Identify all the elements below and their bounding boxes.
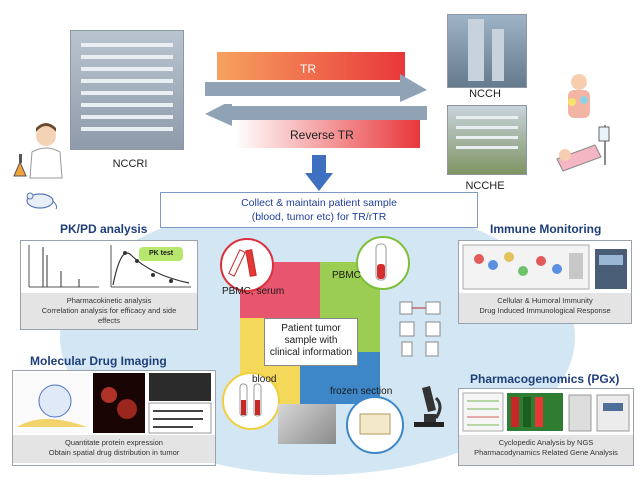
pgx-figure-image (462, 392, 630, 432)
frozen-slide-icon (359, 413, 391, 435)
pkpd-caption-3: effects (98, 316, 120, 325)
pkpd-title: PK/PD analysis (60, 222, 148, 236)
immune-caption: Cellular & Humoral Immunity Drug Induced… (459, 293, 631, 323)
pbmc-tube-icon (375, 243, 387, 281)
pbmc-serum-circle (220, 238, 274, 292)
immune-panel: Cellular & Humoral Immunity Drug Induced… (458, 240, 632, 324)
blood-circle (222, 372, 280, 430)
ncch-label: NCCH (469, 88, 501, 100)
imaging-figure-image (15, 373, 212, 434)
imaging-panel: Quantitate protein expression Obtain spa… (12, 370, 216, 466)
pk-test-badge: PK test (139, 247, 183, 261)
pbmc-circle (356, 236, 410, 290)
pgx-caption-2: Pharmacodynamics Related Gene Analysis (474, 448, 618, 457)
imaging-title: Molecular Drug Imaging (30, 354, 167, 368)
frozen-section-circle (346, 396, 404, 454)
pgx-caption: Cyclopedic Analysis by NGS Pharmacodynam… (459, 435, 633, 465)
pk-chart-image (28, 245, 191, 288)
center-line-2: sample with (284, 335, 338, 346)
nccri-label: NCCRI (112, 158, 148, 170)
blood-tubes-icon (239, 383, 262, 417)
pkpd-panel: PK test Pharmacokinetic analysis Correla… (20, 240, 198, 330)
reverse-tr-arrow (205, 104, 427, 148)
mouse-icon (26, 192, 58, 210)
center-line-3: clinical information (269, 347, 353, 358)
frozen-section-label: frozen section (330, 386, 393, 397)
sample-tubes-icon (228, 249, 257, 277)
tr-label: TR (300, 62, 316, 76)
pkpd-caption-1: Pharmacokinetic analysis (66, 296, 152, 305)
imaging-caption-2: Obtain spatial drug distribution in tumo… (48, 448, 180, 457)
pgx-caption-1: Cyclopedic Analysis by NGS (498, 438, 594, 447)
ncch-building-image (447, 14, 527, 88)
center-line-1: Patient tumor (281, 323, 341, 334)
collect-line-2: (blood, tumor etc) for TR/rTR (251, 211, 387, 223)
down-arrow (305, 155, 333, 191)
pk-test-badge-label: PK test (148, 250, 174, 257)
patient-tumor-box: Patient tumor sample with clinical infor… (264, 318, 358, 366)
immune-title: Immune Monitoring (490, 222, 602, 236)
imaging-caption: Quantitate protein expression Obtain spa… (13, 435, 215, 463)
reverse-tr-label: Reverse TR (290, 128, 354, 142)
collect-line-1: Collect & maintain patient sample (241, 197, 397, 209)
pbmc-label: PBMC (332, 270, 361, 281)
pgx-panel: Cyclopedic Analysis by NGS Pharmacodynam… (458, 388, 634, 466)
collect-samples-box: Collect & maintain patient sample (blood… (160, 192, 478, 228)
immune-caption-2: Drug Induced Immunological Response (479, 306, 611, 315)
nccri-building-image (70, 30, 184, 150)
pkpd-caption: Pharmacokinetic analysis Correlation ana… (21, 293, 197, 329)
immune-caption-1: Cellular & Humoral Immunity (497, 296, 593, 305)
pgx-title: Pharmacogenomics (PGx) (470, 372, 620, 386)
tr-arrow (205, 52, 427, 102)
blood-label: blood (252, 374, 277, 385)
pbmc-serum-label: PBMC, serum (222, 286, 285, 297)
imaging-caption-1: Quantitate protein expression (65, 438, 163, 447)
ncche-label: NCCHE (465, 180, 505, 192)
microscope-icon (414, 386, 444, 427)
patient-child-icon (568, 74, 590, 118)
slide-photo-image (278, 404, 336, 444)
immune-assay-image (462, 244, 627, 290)
patient-bed-icon (556, 125, 610, 172)
ncche-building-image (447, 105, 527, 175)
processing-steps-image (399, 301, 441, 357)
scientist-icon (13, 123, 63, 179)
pkpd-caption-2: Correlation analysis for efficacy and si… (41, 306, 177, 315)
